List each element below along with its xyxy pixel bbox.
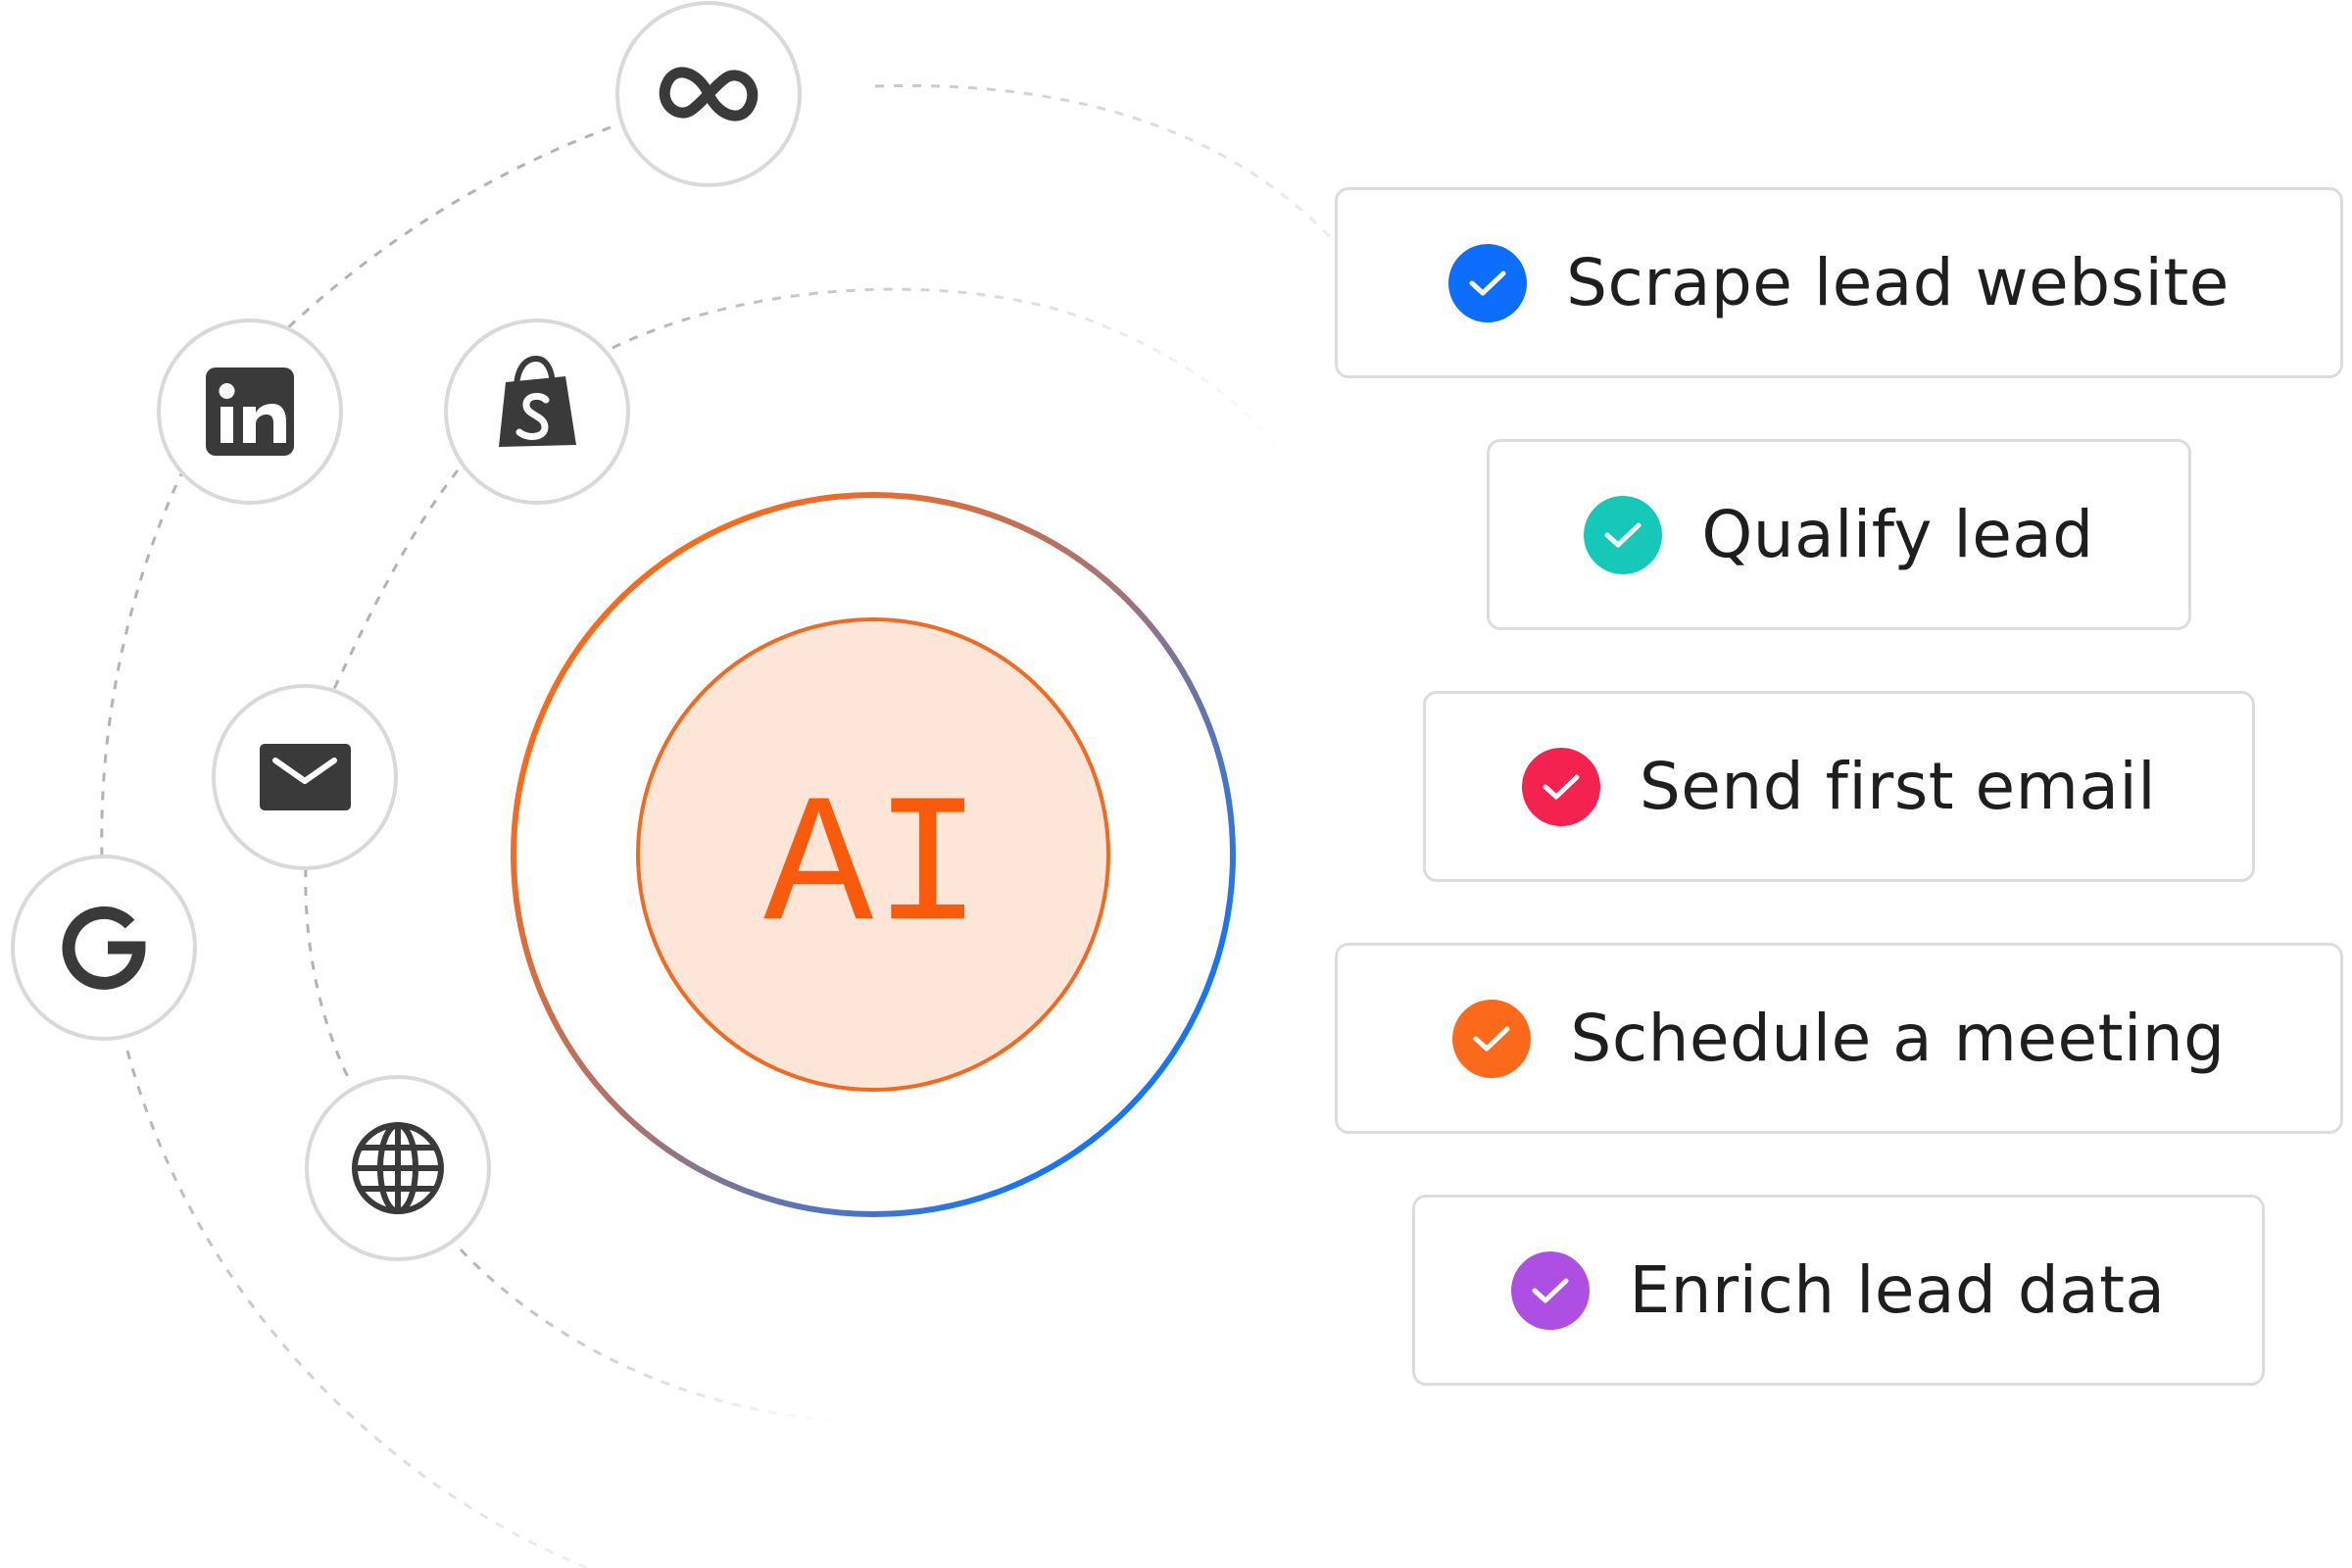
shopify-icon xyxy=(499,355,576,447)
source-web[interactable] xyxy=(305,1075,491,1261)
task-label: Enrich lead data xyxy=(1629,1252,2166,1328)
task-card-qualify[interactable]: Qualify lead xyxy=(1487,439,2191,630)
linkedin-icon xyxy=(206,368,294,456)
source-meta[interactable] xyxy=(615,1,802,187)
source-email[interactable] xyxy=(212,684,398,870)
meta-icon xyxy=(659,67,759,122)
ai-inner-circle xyxy=(636,617,1110,1092)
ai-node: AI xyxy=(511,492,1236,1217)
globe-icon xyxy=(352,1122,444,1214)
task-label: Send first email xyxy=(1639,749,2157,824)
check-icon xyxy=(1511,1250,1591,1330)
task-label: Scrape lead website xyxy=(1566,245,2230,320)
check-icon xyxy=(1584,495,1663,574)
outer-orbit-top xyxy=(874,83,1335,242)
source-linkedin[interactable] xyxy=(157,318,343,505)
task-card-enrich[interactable]: Enrich lead data xyxy=(1412,1195,2265,1386)
task-card-schedule[interactable]: Schedule a meeting xyxy=(1335,943,2343,1134)
outer-orbit-left xyxy=(100,125,612,858)
mail-icon xyxy=(260,744,351,810)
check-icon xyxy=(1521,747,1600,826)
outer-orbit-bottom xyxy=(125,1050,589,1568)
task-card-send-email[interactable]: Send first email xyxy=(1423,691,2255,882)
check-icon xyxy=(1452,999,1532,1078)
inner-orbit-top xyxy=(612,287,1296,471)
source-circle xyxy=(11,855,197,1041)
task-label: Schedule a meeting xyxy=(1570,1001,2226,1076)
inner-orbit-left xyxy=(331,469,460,692)
inner-orbit-middle xyxy=(304,867,353,1084)
check-icon xyxy=(1448,243,1528,322)
orbit-lines xyxy=(100,83,1335,1568)
google-icon xyxy=(62,906,146,990)
source-google[interactable] xyxy=(11,855,197,1041)
task-card-scrape[interactable]: Scrape lead website xyxy=(1335,187,2343,378)
inner-orbit-bottom xyxy=(459,1248,844,1423)
source-shopify[interactable] xyxy=(444,318,630,505)
task-label: Qualify lead xyxy=(1701,497,2094,572)
ai-label: AI xyxy=(763,766,982,973)
